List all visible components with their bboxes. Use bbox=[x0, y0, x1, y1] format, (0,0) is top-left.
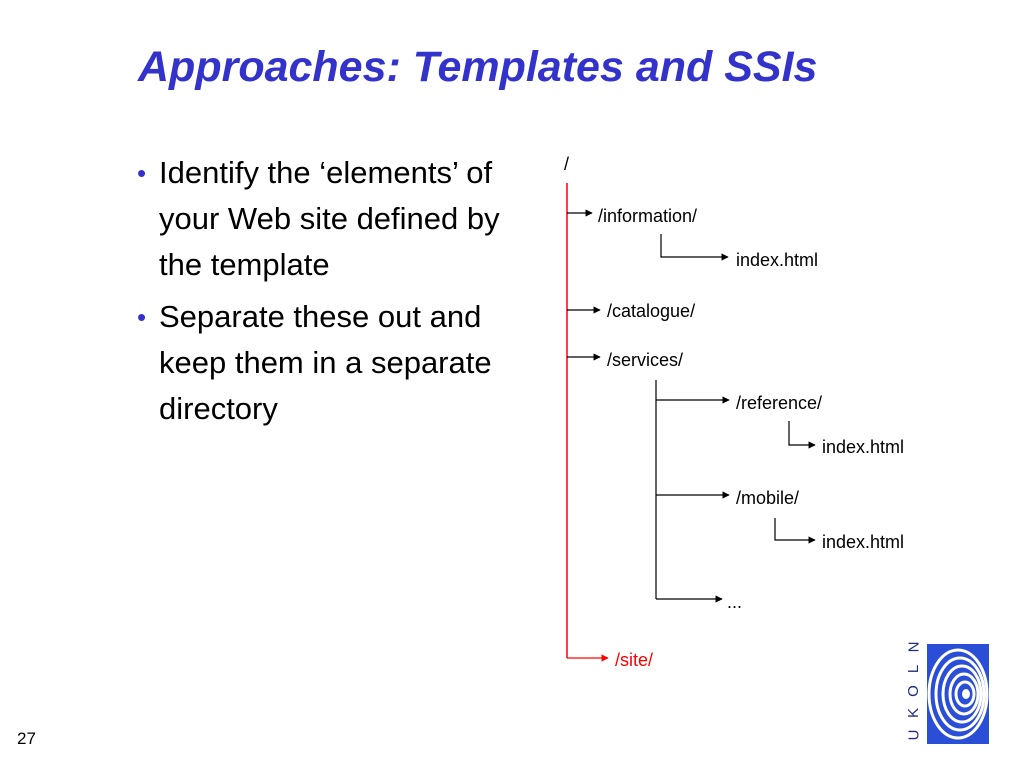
logo-letter: U bbox=[905, 729, 922, 741]
eye-spiral-logo-icon bbox=[927, 644, 989, 744]
tree-node-more: ... bbox=[727, 592, 743, 612]
bullet-list: • Identify the ‘elements’ of your Web si… bbox=[137, 150, 517, 438]
bullet-dot-icon: • bbox=[137, 302, 147, 332]
ukoln-logo: N L O K U bbox=[905, 638, 989, 744]
logo-letters: N L O K U bbox=[905, 638, 923, 744]
slide-title: Approaches: Templates and SSIs bbox=[138, 43, 818, 91]
reference-index-connector bbox=[788, 421, 816, 449]
tree-node-mobile-index: index.html bbox=[822, 532, 905, 552]
bullet-text: Identify the ‘elements’ of your Web site… bbox=[159, 155, 500, 282]
logo-letter: K bbox=[904, 707, 922, 719]
tree-node-catalogue: /catalogue/ bbox=[607, 301, 696, 321]
bullet-text: Separate these out and keep them in a se… bbox=[159, 299, 492, 426]
bullet-item: • Identify the ‘elements’ of your Web si… bbox=[137, 150, 517, 288]
tree-node-site: /site/ bbox=[615, 650, 654, 670]
tree-node-reference: /reference/ bbox=[736, 393, 823, 413]
tree-node-reference-index: index.html bbox=[822, 437, 905, 457]
logo-letter: N bbox=[905, 641, 922, 653]
tree-node-services: /services/ bbox=[607, 350, 684, 370]
bullet-dot-icon: • bbox=[137, 158, 147, 188]
tree-node-mobile: /mobile/ bbox=[736, 488, 800, 508]
tree-node-root: / bbox=[564, 154, 570, 174]
information-index-connector bbox=[660, 234, 729, 261]
bullet-item: • Separate these out and keep them in a … bbox=[137, 294, 517, 432]
logo-letter: O bbox=[904, 685, 922, 697]
logo-letter: L bbox=[905, 664, 922, 674]
mobile-index-connector bbox=[774, 518, 816, 544]
page-number: 27 bbox=[17, 729, 36, 748]
tree-node-information-index: index.html bbox=[736, 250, 819, 270]
tree-node-information: /information/ bbox=[598, 206, 698, 226]
